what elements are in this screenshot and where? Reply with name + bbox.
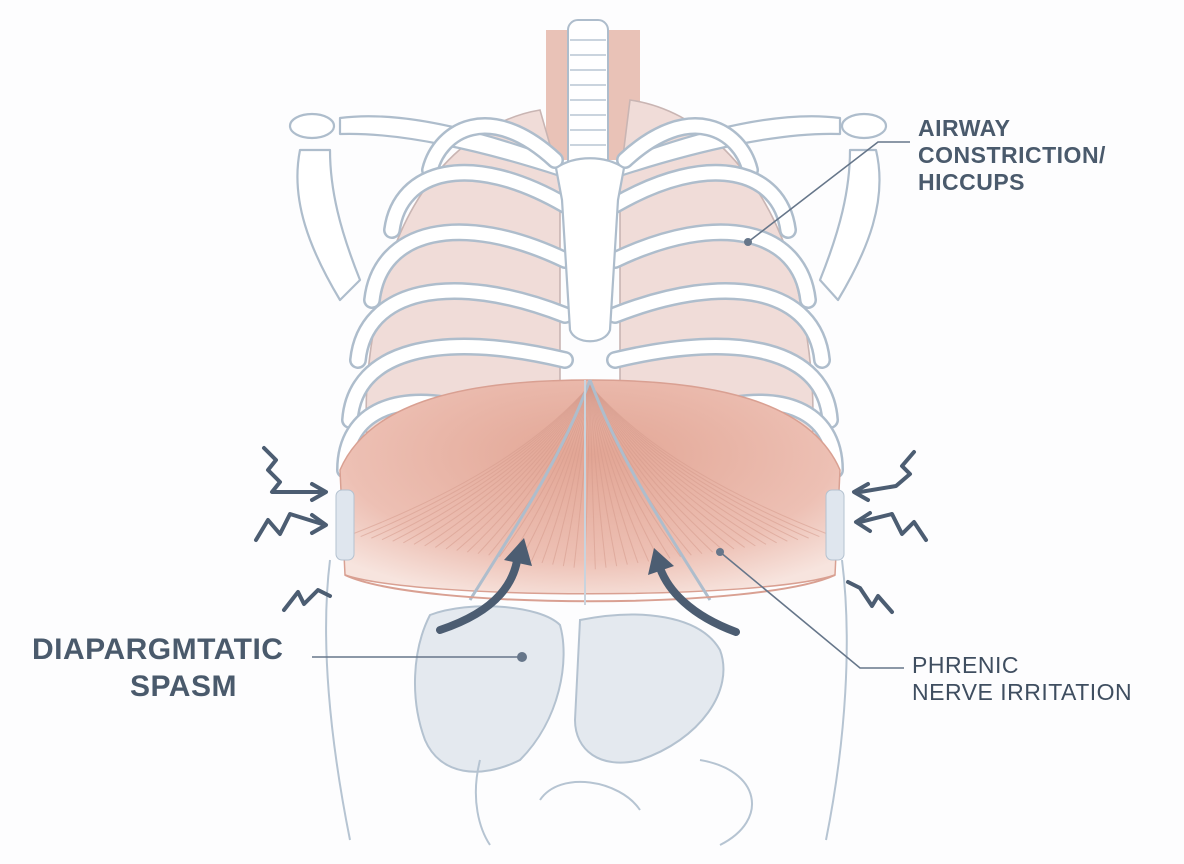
curved-arrow-icon bbox=[648, 548, 740, 636]
curved-arrow-icon bbox=[436, 538, 532, 634]
label-line: NERVE IRRITATION bbox=[912, 679, 1133, 706]
sternum bbox=[554, 157, 626, 343]
label-line: PHRENIC bbox=[912, 652, 1020, 678]
label-line: CONSTRICTION/ bbox=[918, 142, 1106, 169]
diaphragm bbox=[335, 379, 845, 605]
stomach bbox=[474, 613, 753, 846]
zigzag-arrow-icon bbox=[262, 446, 328, 502]
label-line: HICCUPS bbox=[918, 169, 1026, 196]
right-ribs bbox=[606, 117, 844, 479]
liver bbox=[414, 605, 565, 773]
zigzag-arrow-icon bbox=[854, 511, 928, 542]
trachea bbox=[546, 19, 640, 171]
scapulae bbox=[296, 148, 881, 302]
label-phrenic-nerve: PHRENIC NERVE IRRITATION bbox=[912, 652, 1132, 706]
label-airway-constriction: AIRWAY CONSTRICTION/ HICCUPS bbox=[918, 115, 1106, 196]
zigzag-arrow-icon bbox=[254, 512, 328, 542]
torso-outline bbox=[325, 559, 848, 841]
zigzag-arrow-icon bbox=[852, 450, 916, 502]
leader-airway bbox=[744, 141, 910, 246]
zigzag-arrow-icon bbox=[846, 580, 894, 614]
label-line: AIRWAY bbox=[918, 115, 1011, 141]
zigzag-arrow-icon bbox=[282, 588, 332, 612]
left-ribs bbox=[336, 117, 574, 479]
label-diaphragmatic-spasm: DIAPARGMTATIC SPASM bbox=[32, 632, 283, 705]
muscle-fiber-lines bbox=[349, 384, 831, 570]
label-line: DIAPARGMTATIC bbox=[32, 633, 284, 666]
label-line: SPASM bbox=[130, 669, 237, 703]
leader-phrenic bbox=[716, 548, 904, 669]
leader-spasm bbox=[312, 652, 527, 662]
